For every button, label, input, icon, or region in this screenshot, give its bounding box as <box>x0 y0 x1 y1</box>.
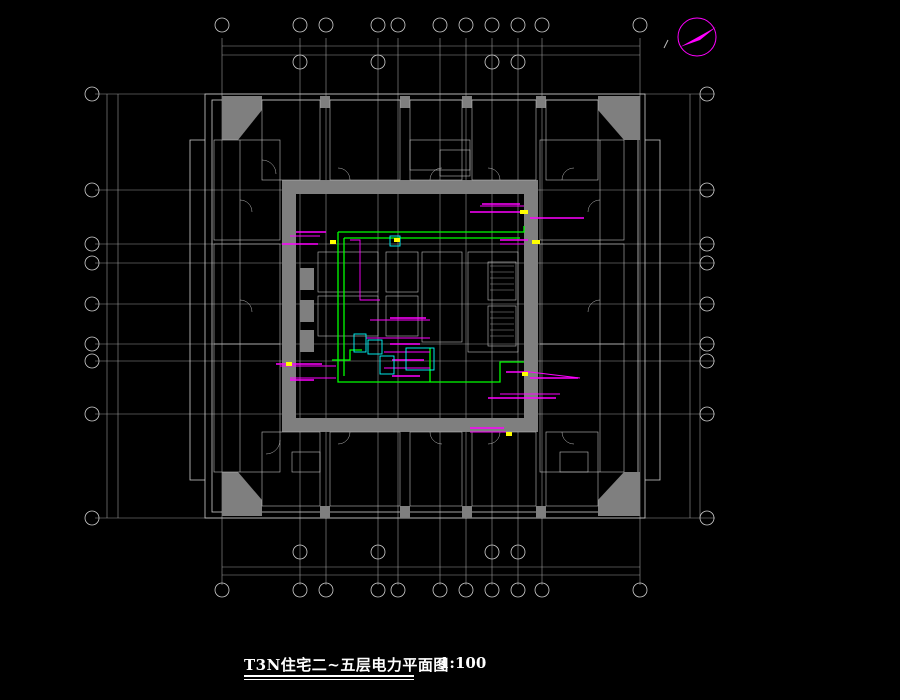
room-partitions <box>213 99 625 507</box>
drawing-scale: 1:100 <box>439 654 487 672</box>
corner-columns <box>222 96 640 518</box>
dimension-lines <box>106 45 701 576</box>
equipment-boxes <box>353 235 435 375</box>
title-underline-thin <box>244 679 414 680</box>
door-swings <box>239 159 601 455</box>
axis-bubbles-bottom <box>214 544 648 598</box>
stair-hatch <box>490 265 514 337</box>
circuit-labels <box>276 203 584 429</box>
north-arrow-icon <box>663 17 717 57</box>
distribution-panels <box>286 210 540 436</box>
cable-trunking <box>332 226 525 383</box>
drawing-title: T3N住宅二~五层电力平面图 <box>244 656 449 674</box>
title-underline <box>244 675 414 677</box>
axis-bubbles-sides <box>84 86 715 526</box>
drawing-title-block: T3N住宅二~五层电力平面图 1:100 <box>244 654 504 694</box>
axis-bubbles-top <box>214 17 648 70</box>
